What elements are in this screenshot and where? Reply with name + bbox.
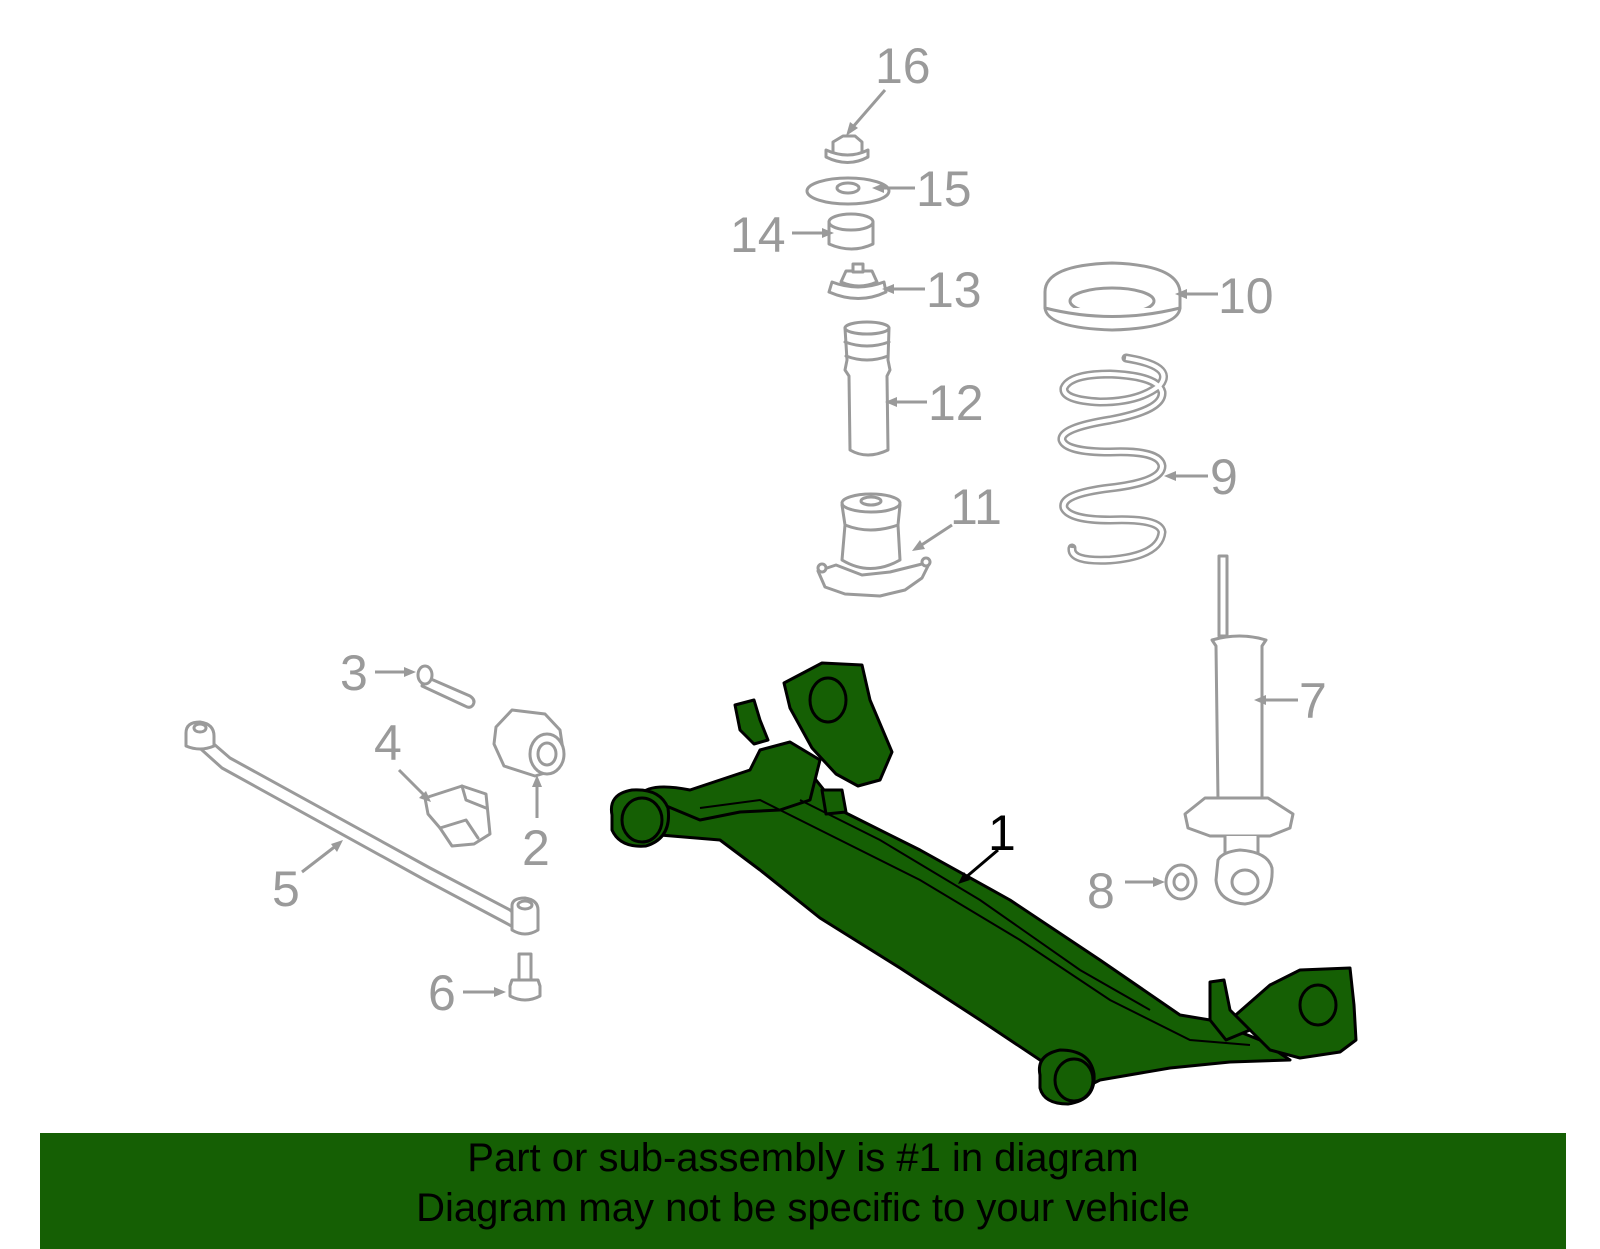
axle-beam-ridge-upper (799, 799, 1151, 1011)
callout-15: 15 (872, 161, 972, 217)
callout-8: 8 (1087, 863, 1165, 919)
callout-5: 5 (272, 840, 343, 917)
callout-14: 14 (730, 207, 834, 263)
svg-text:13: 13 (926, 262, 982, 318)
part-1-axle-beam[interactable] (609, 661, 1358, 1106)
part-6-bolt[interactable] (508, 952, 542, 1002)
callout-12: 12 (885, 375, 984, 431)
part-12-bump-stop[interactable] (843, 320, 892, 457)
part-7-shock-absorber[interactable] (1183, 554, 1295, 906)
svg-text:7: 7 (1299, 673, 1327, 729)
part-13-mount[interactable] (827, 262, 888, 300)
part-3-bolt[interactable] (416, 664, 476, 709)
part-5-lateral-rod[interactable] (184, 720, 540, 936)
axle-left-hub-hole (808, 676, 848, 724)
axle-beam-ridge (699, 798, 1251, 1046)
svg-text:1: 1 (988, 805, 1016, 861)
svg-text:9: 9 (1210, 449, 1238, 505)
svg-text:12: 12 (928, 375, 984, 431)
svg-text:6: 6 (428, 965, 456, 1021)
part-4-bracket[interactable] (423, 784, 492, 848)
part-15-washer[interactable] (805, 176, 891, 206)
callout-7: 7 (1254, 673, 1327, 729)
callout-4: 4 (374, 715, 431, 802)
svg-text:8: 8 (1087, 863, 1115, 919)
banner-line-1: Part or sub-assembly is #1 in diagram (467, 1136, 1139, 1180)
part-10-spring-insulator[interactable] (1043, 261, 1182, 332)
callout-16: 16 (846, 38, 931, 136)
svg-text:14: 14 (730, 207, 786, 263)
part-16-nut[interactable] (824, 134, 870, 164)
axle-right-pivot-face (1053, 1057, 1095, 1103)
svg-text:2: 2 (522, 820, 550, 876)
axle-right-bracket (1208, 978, 1252, 1042)
axle-right-hub-hole (1298, 983, 1338, 1027)
part-11-spring-seat[interactable] (816, 492, 932, 598)
svg-text:4: 4 (374, 715, 402, 771)
part-14-bushing[interactable] (827, 212, 875, 251)
svg-text:16: 16 (875, 38, 931, 94)
callout-10: 10 (1175, 268, 1274, 324)
callout-6: 6 (428, 965, 506, 1021)
callout-2: 2 (522, 775, 550, 876)
part-9-coil-spring[interactable] (1057, 353, 1168, 565)
axle-beam-body (616, 758, 1292, 1092)
svg-text:3: 3 (340, 645, 368, 701)
svg-text:11: 11 (950, 479, 1002, 535)
part-8-bushing[interactable] (1164, 863, 1198, 901)
svg-text:15: 15 (916, 161, 972, 217)
callout-3: 3 (340, 645, 416, 701)
info-banner: Part or sub-assembly is #1 in diagram Di… (40, 1133, 1566, 1249)
callout-11: 11 (912, 479, 1002, 551)
svg-text:10: 10 (1218, 268, 1274, 324)
svg-text:5: 5 (272, 861, 300, 917)
banner-line-2: Diagram may not be specific to your vehi… (416, 1186, 1190, 1230)
callout-9: 9 (1164, 449, 1238, 505)
axle-left-spindle (820, 788, 848, 816)
axle-left-bracket (733, 698, 770, 746)
callout-13: 13 (882, 262, 982, 318)
callout-1: 1 (958, 805, 1016, 884)
part-2-bushing[interactable] (492, 708, 566, 778)
axle-left-pivot-face (620, 796, 664, 844)
